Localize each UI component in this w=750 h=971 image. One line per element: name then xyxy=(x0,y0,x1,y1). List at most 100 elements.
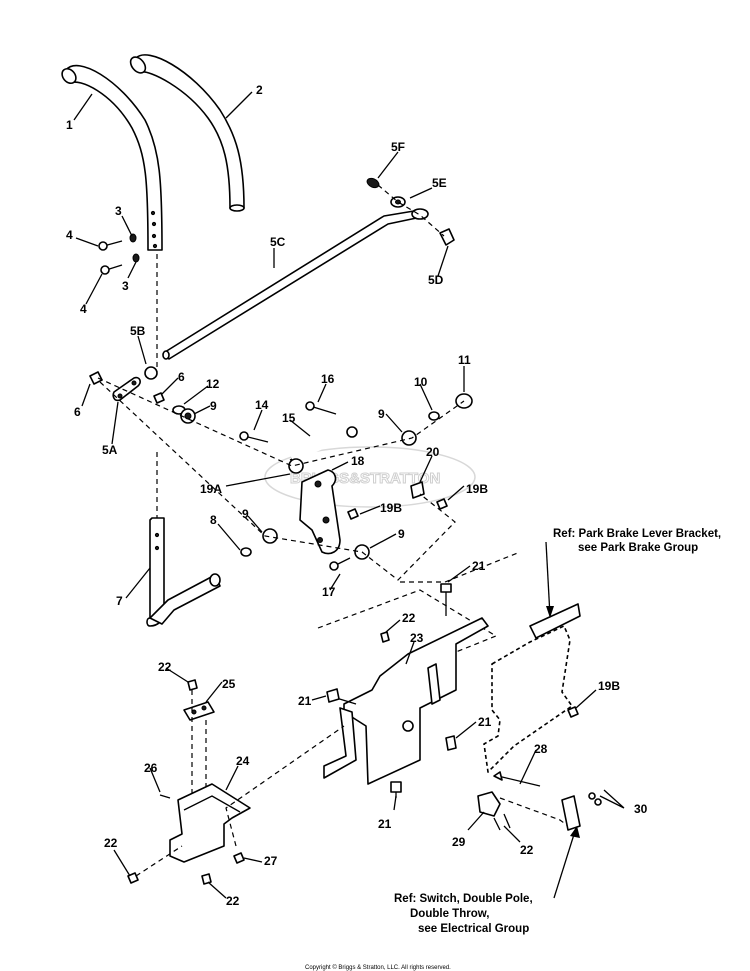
callout-7: 7 xyxy=(116,594,123,608)
callout-4-upper: 4 xyxy=(66,228,73,242)
alignment-line-5c xyxy=(377,184,445,237)
spring-5f xyxy=(366,177,380,189)
screw-26 xyxy=(159,794,171,799)
callout-21-bottom: 21 xyxy=(378,817,392,831)
copyright: Copyright © Briggs & Stratton, LLC. All … xyxy=(305,964,451,971)
callout-23: 23 xyxy=(410,631,424,645)
bolt-17 xyxy=(329,557,351,571)
nut-6-right xyxy=(153,392,165,404)
alignment-line-pivot-top xyxy=(97,377,465,467)
alignment-line-park-ref xyxy=(400,551,521,583)
ref-park-brake: Ref: Park Brake Lever Bracket, see Park … xyxy=(553,528,721,554)
alignment-line-frame-23 xyxy=(317,589,498,677)
alignment-line-switch xyxy=(499,797,569,827)
ref-switch: Ref: Switch, Double Pole, Double Throw, … xyxy=(394,893,533,935)
callout-3-upper: 3 xyxy=(115,204,122,218)
nut-3-lower xyxy=(132,253,140,263)
ref-park-brake-line2: see Park Brake Group xyxy=(578,542,698,554)
bolt-28 xyxy=(493,771,541,787)
nut-19b-right xyxy=(436,498,448,510)
plate-25 xyxy=(183,701,215,721)
callout-30: 30 xyxy=(634,802,648,816)
callout-14: 14 xyxy=(255,398,269,412)
park-brake-bracket-ref xyxy=(483,603,581,773)
callout-22-upper: 22 xyxy=(158,660,172,674)
callout-9-center: 9 xyxy=(242,507,249,521)
handle-1 xyxy=(61,64,163,251)
callout-19a: 19A xyxy=(200,482,222,496)
bushing-5d xyxy=(439,228,455,246)
callout-15: 15 xyxy=(282,411,296,425)
bolt-16 xyxy=(305,401,337,415)
bushing-9-right xyxy=(401,430,417,446)
screw-22-bottom xyxy=(201,873,212,885)
bolt-21-left xyxy=(326,688,357,705)
callout-21-top: 21 xyxy=(472,559,486,573)
callout-28: 28 xyxy=(534,742,548,756)
screws-30 xyxy=(588,792,602,806)
callout-21-center: 21 xyxy=(478,715,492,729)
callout-9-right-low: 9 xyxy=(398,527,405,541)
callout-6-right: 6 xyxy=(178,370,185,384)
callout-19b-right: 19B xyxy=(466,482,488,496)
callout-24: 24 xyxy=(236,754,250,768)
callout-22-bottom: 22 xyxy=(226,894,240,908)
callout-5c: 5C xyxy=(270,235,286,249)
callout-5d: 5D xyxy=(428,273,444,287)
handle-2 xyxy=(129,54,245,212)
nut-19b-bracket xyxy=(567,706,579,718)
washer-8 xyxy=(240,547,252,557)
screw-22-upper xyxy=(187,679,198,691)
callout-5a: 5A xyxy=(102,443,118,457)
callout-2: 2 xyxy=(256,83,263,97)
bolt-21-top xyxy=(440,583,452,616)
gas-spring-15 xyxy=(288,426,358,474)
bracket-24 xyxy=(169,783,251,863)
screw-22-left xyxy=(127,872,139,884)
lever-7 xyxy=(146,517,221,627)
alignment-line-pivot-bottom xyxy=(99,381,456,581)
callout-8: 8 xyxy=(210,513,217,527)
screw-4-upper xyxy=(98,240,123,251)
bolt-21-bottom xyxy=(390,781,402,798)
callouts: 1 2 3 3 4 4 5F 5E 5C 5D 5B 6 5A 6 12 9 1… xyxy=(66,83,648,908)
callout-4-lower: 4 xyxy=(80,302,87,316)
bushing-5b xyxy=(144,366,158,380)
washer-10 xyxy=(428,411,440,421)
callout-9-left: 9 xyxy=(210,399,217,413)
callout-22-left: 22 xyxy=(104,836,118,850)
bolt-14 xyxy=(239,431,269,443)
callout-25: 25 xyxy=(222,677,236,691)
callout-29: 29 xyxy=(452,835,466,849)
callout-19b-bracket: 19B xyxy=(598,679,620,693)
nut-19b-center xyxy=(347,508,359,520)
callout-22-frame: 22 xyxy=(402,611,416,625)
screw-4-lower xyxy=(100,264,123,275)
callout-6-left: 6 xyxy=(74,405,81,419)
lever-5a xyxy=(112,376,141,402)
callout-17: 17 xyxy=(322,585,336,599)
ref-park-brake-line1: Ref: Park Brake Lever Bracket, xyxy=(553,528,721,540)
bracket-23 xyxy=(323,617,489,785)
ref-switch-line2: Double Throw, xyxy=(410,908,489,920)
callout-16: 16 xyxy=(321,372,335,386)
callout-21-left: 21 xyxy=(298,694,312,708)
bushing-9-center xyxy=(262,528,278,544)
callout-5b: 5B xyxy=(130,324,146,338)
callout-1: 1 xyxy=(66,118,73,132)
callout-20: 20 xyxy=(426,445,440,459)
switch-ref xyxy=(561,795,581,831)
callout-5e: 5E xyxy=(432,176,447,190)
ref-switch-line1: Ref: Switch, Double Pole, xyxy=(394,893,533,905)
bolt-21-center xyxy=(445,735,457,751)
callout-3-lower: 3 xyxy=(122,279,129,293)
rod-5c xyxy=(162,208,429,360)
alignment-line-24 xyxy=(135,725,345,877)
callout-11: 11 xyxy=(458,353,471,367)
alignment-line-25 xyxy=(191,690,207,806)
screws-22-switch xyxy=(493,813,511,831)
bracket-18 xyxy=(299,469,341,555)
callout-10: 10 xyxy=(414,375,428,389)
nut-27 xyxy=(233,852,245,864)
